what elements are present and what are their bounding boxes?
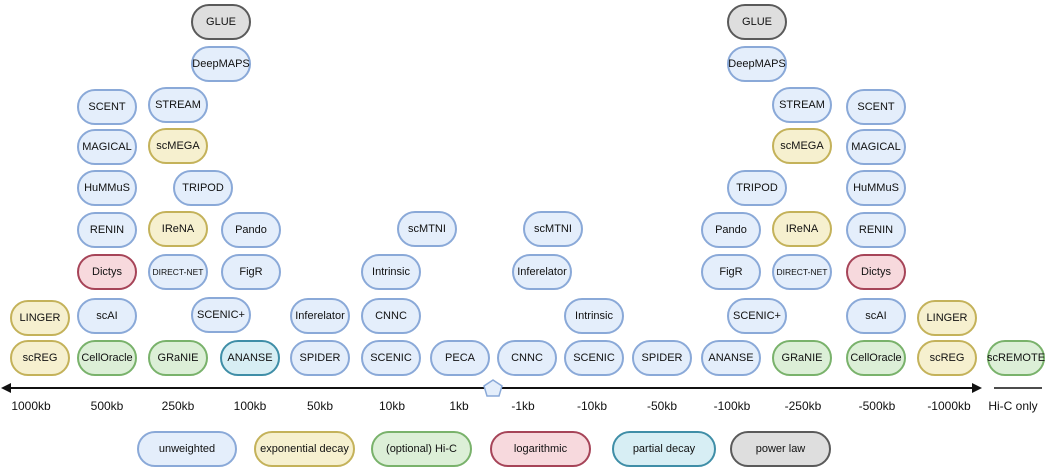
axis-label-neg-250kb: -250kb xyxy=(784,399,822,413)
tool-pill-granie-neg: GRaNIE xyxy=(772,340,832,376)
axis-label-500kb: 500kb xyxy=(90,399,124,413)
tool-pill-renin: RENIN xyxy=(77,212,137,248)
tool-pill-celloracle: CellOracle xyxy=(77,340,137,376)
legend-unweighted: unweighted xyxy=(137,431,237,467)
tool-pill-ananse-neg: ANANSE xyxy=(701,340,761,376)
tool-pill-ananse: ANANSE xyxy=(220,340,280,376)
tool-pill-scent: SCENT xyxy=(77,89,137,125)
tool-pill-renin-neg: RENIN xyxy=(846,212,906,248)
tool-pill-scmega: scMEGA xyxy=(148,128,208,164)
axis-label-1000kb: 1000kb xyxy=(11,399,51,413)
tool-pill-magical: MAGICAL xyxy=(77,129,137,165)
tool-pill-peca: PECA xyxy=(430,340,490,376)
legend-partial-decay: partial decay xyxy=(612,431,716,467)
tool-pill-stream-neg: STREAM xyxy=(772,87,832,123)
tool-pill-celloracle-neg: CellOracle xyxy=(846,340,906,376)
axis-label-neg-50kb: -50kb xyxy=(646,399,678,413)
tool-pill-scmtni-neg: scMTNI xyxy=(523,211,583,247)
tool-pill-screg-neg: scREG xyxy=(917,340,977,376)
axis-label-50kb: 50kb xyxy=(306,399,334,413)
tool-pill-glue: GLUE xyxy=(191,4,251,40)
tool-pill-stream: STREAM xyxy=(148,87,208,123)
axis-label-neg-1000kb: -1000kb xyxy=(927,399,971,413)
legend-exponential-decay: exponential decay xyxy=(254,431,355,467)
tool-pill-scenic-plus: SCENIC+ xyxy=(191,297,251,333)
tool-pill-scenic: SCENIC xyxy=(361,340,421,376)
tool-pill-scent-neg: SCENT xyxy=(846,89,906,125)
tool-pill-intrinsic: Intrinsic xyxy=(361,254,421,290)
tool-pill-cnnc-neg: CNNC xyxy=(497,340,557,376)
axis-label-neg-10kb: -10kb xyxy=(576,399,608,413)
tool-pill-deepmaps-neg: DeepMAPS xyxy=(727,46,787,82)
tool-pill-hummus: HuMMuS xyxy=(77,170,137,206)
tool-pill-inferelator-neg: Inferelator xyxy=(512,254,572,290)
tool-pill-tripod-neg: TRIPOD xyxy=(727,170,787,206)
tool-pill-spider: SPIDER xyxy=(290,340,350,376)
tool-pill-hummus-neg: HuMMuS xyxy=(846,170,906,206)
tool-pill-pando: Pando xyxy=(221,212,281,248)
tool-pill-linger-neg: LINGER xyxy=(917,300,977,336)
tool-pill-direct-net-neg: DIRECT-NET xyxy=(772,254,832,290)
legend-logarithmic: logarithmic xyxy=(490,431,591,467)
distance-axis xyxy=(1,379,1042,397)
axis-label-10kb: 10kb xyxy=(378,399,406,413)
legend-power-law: power law xyxy=(730,431,831,467)
tss-pentagon-icon xyxy=(483,379,503,397)
tool-pill-glue-neg: GLUE xyxy=(727,4,787,40)
tool-pill-inferelator: Inferelator xyxy=(290,298,350,334)
axis-label-250kb: 250kb xyxy=(161,399,195,413)
tool-pill-scenic-plus-neg: SCENIC+ xyxy=(727,298,787,334)
tool-pill-spider-neg: SPIDER xyxy=(632,340,692,376)
legend-optional-hic: (optional) Hi-C xyxy=(371,431,472,467)
tool-pill-deepmaps: DeepMAPS xyxy=(191,46,251,82)
tool-pill-dictys: Dictys xyxy=(77,254,137,290)
tool-pill-scai-neg: scAI xyxy=(846,298,906,334)
axis-label-neg-1kb: -1kb xyxy=(511,399,535,413)
tool-pill-irena: IReNA xyxy=(148,211,208,247)
tool-pill-figr: FigR xyxy=(221,254,281,290)
tool-pill-scai: scAI xyxy=(77,298,137,334)
tool-pill-scmega-neg: scMEGA xyxy=(772,128,832,164)
tool-pill-cnnc: CNNC xyxy=(361,298,421,334)
tool-pill-figr-neg: FigR xyxy=(701,254,761,290)
tool-pill-magical-neg: MAGICAL xyxy=(846,129,906,165)
tool-pill-tripod: TRIPOD xyxy=(173,170,233,206)
tool-pill-granie: GRaNIE xyxy=(148,340,208,376)
axis-arrow-left-icon xyxy=(1,383,11,393)
tool-pill-scmtni: scMTNI xyxy=(397,211,457,247)
tool-pill-dictys-neg: Dictys xyxy=(846,254,906,290)
tool-pill-scenic-neg: SCENIC xyxy=(564,340,624,376)
tool-pill-linger: LINGER xyxy=(10,300,70,336)
axis-label-100kb: 100kb xyxy=(233,399,267,413)
axis-label-1kb: 1kb xyxy=(449,399,469,413)
tool-pill-intrinsic-neg: Intrinsic xyxy=(564,298,624,334)
axis-label-neg-500kb: -500kb xyxy=(858,399,896,413)
axis-arrow-right-icon xyxy=(972,383,982,393)
axis-label-hic-only: Hi-C only xyxy=(988,399,1038,413)
axis-label-neg-100kb: -100kb xyxy=(713,399,751,413)
tool-pill-direct-net: DIRECT-NET xyxy=(148,254,208,290)
tool-pill-screg: scREG xyxy=(10,340,70,376)
tool-pill-irena-neg: IReNA xyxy=(772,211,832,247)
tool-pill-pando-neg: Pando xyxy=(701,212,761,248)
tool-pill-scremote: scREMOTE xyxy=(987,340,1045,376)
